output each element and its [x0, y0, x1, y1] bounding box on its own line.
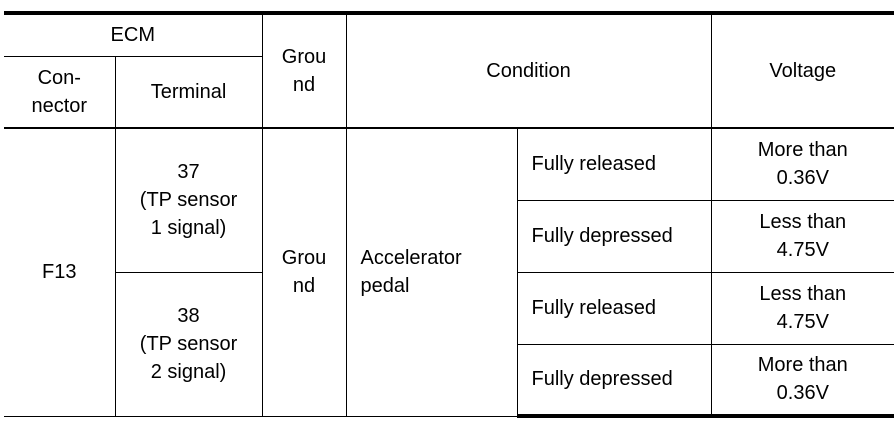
- header-ecm: ECM: [4, 11, 263, 57]
- ecm-terminal-table-container: ECM Grou nd Condition Voltage Con- necto…: [4, 11, 895, 418]
- voltage-cell: Less than 4.75V: [710, 271, 895, 345]
- header-terminal: Terminal: [114, 55, 263, 129]
- voltage-cell: More than 0.36V: [710, 127, 895, 201]
- table-row: Fully depressed More than 0.36V: [4, 343, 895, 418]
- header-connector: Con- nector: [4, 55, 116, 129]
- table-row: 38 (TP sensor 2 signal) Fully released L…: [4, 271, 895, 417]
- header-row-1: ECM Grou nd Condition Voltage: [4, 11, 895, 129]
- condition-label-cell: Accelerator pedal: [345, 127, 518, 417]
- header-voltage: Voltage: [710, 11, 895, 129]
- table-row: Fully depressed Less than 4.75V: [4, 199, 895, 273]
- terminal-cell: 37 (TP sensor 1 signal): [114, 127, 263, 273]
- pedal-state-cell: Fully released: [516, 271, 712, 345]
- header-row-2: Con- nector Terminal: [4, 55, 894, 129]
- pedal-state-cell: Fully depressed: [516, 343, 712, 418]
- ecm-terminal-table: ECM Grou nd Condition Voltage Con- necto…: [4, 11, 895, 418]
- header-ground: Grou nd: [261, 11, 347, 129]
- header-condition: Condition: [345, 11, 712, 129]
- ground-cell: Grou nd: [261, 127, 347, 417]
- connector-cell: F13: [4, 127, 116, 417]
- pedal-state-cell: Fully released: [516, 127, 712, 201]
- voltage-cell: Less than 4.75V: [710, 199, 895, 273]
- voltage-cell: More than 0.36V: [710, 343, 895, 418]
- table-row: F13 37 (TP sensor 1 signal) Grou nd Acce…: [4, 127, 895, 417]
- terminal-cell: 38 (TP sensor 2 signal): [114, 271, 263, 417]
- pedal-state-cell: Fully depressed: [516, 199, 712, 273]
